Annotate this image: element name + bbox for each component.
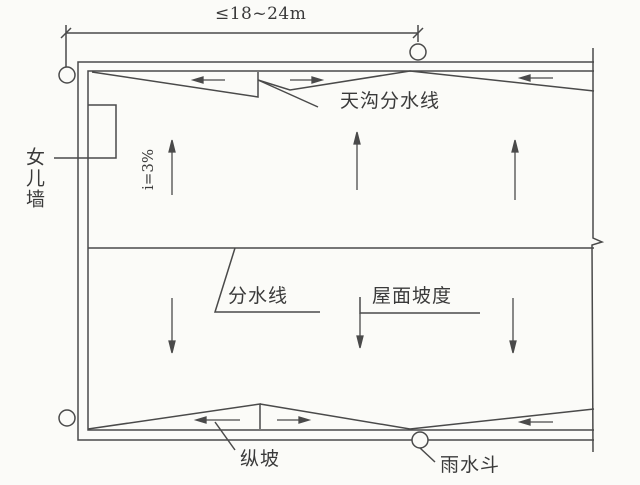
rain-outlet-label: 雨水斗: [440, 454, 501, 476]
rain-outlet: [58, 409, 76, 427]
gutter-slope-top: [91, 71, 259, 98]
break-line: [591, 48, 605, 453]
gutter-ridge-label: 天沟分水线: [340, 90, 441, 112]
rain-outlet: [409, 43, 427, 61]
longitudinal-slope-label: 纵坡: [240, 448, 281, 470]
gutter-top: [87, 70, 594, 431]
gutter-slope-bottom: [87, 403, 261, 430]
dimension-label: ≤18~24m: [215, 4, 307, 24]
slope-label: i=3%: [139, 148, 157, 190]
ridge-line-label: 分水线: [228, 285, 289, 307]
rain-outlet: [58, 66, 76, 84]
parapet-outer: [77, 61, 594, 441]
parapet-label: 女儿墙: [23, 147, 45, 210]
roof-slope-label: 屋面坡度: [372, 285, 453, 307]
rain-outlet: [411, 431, 429, 449]
